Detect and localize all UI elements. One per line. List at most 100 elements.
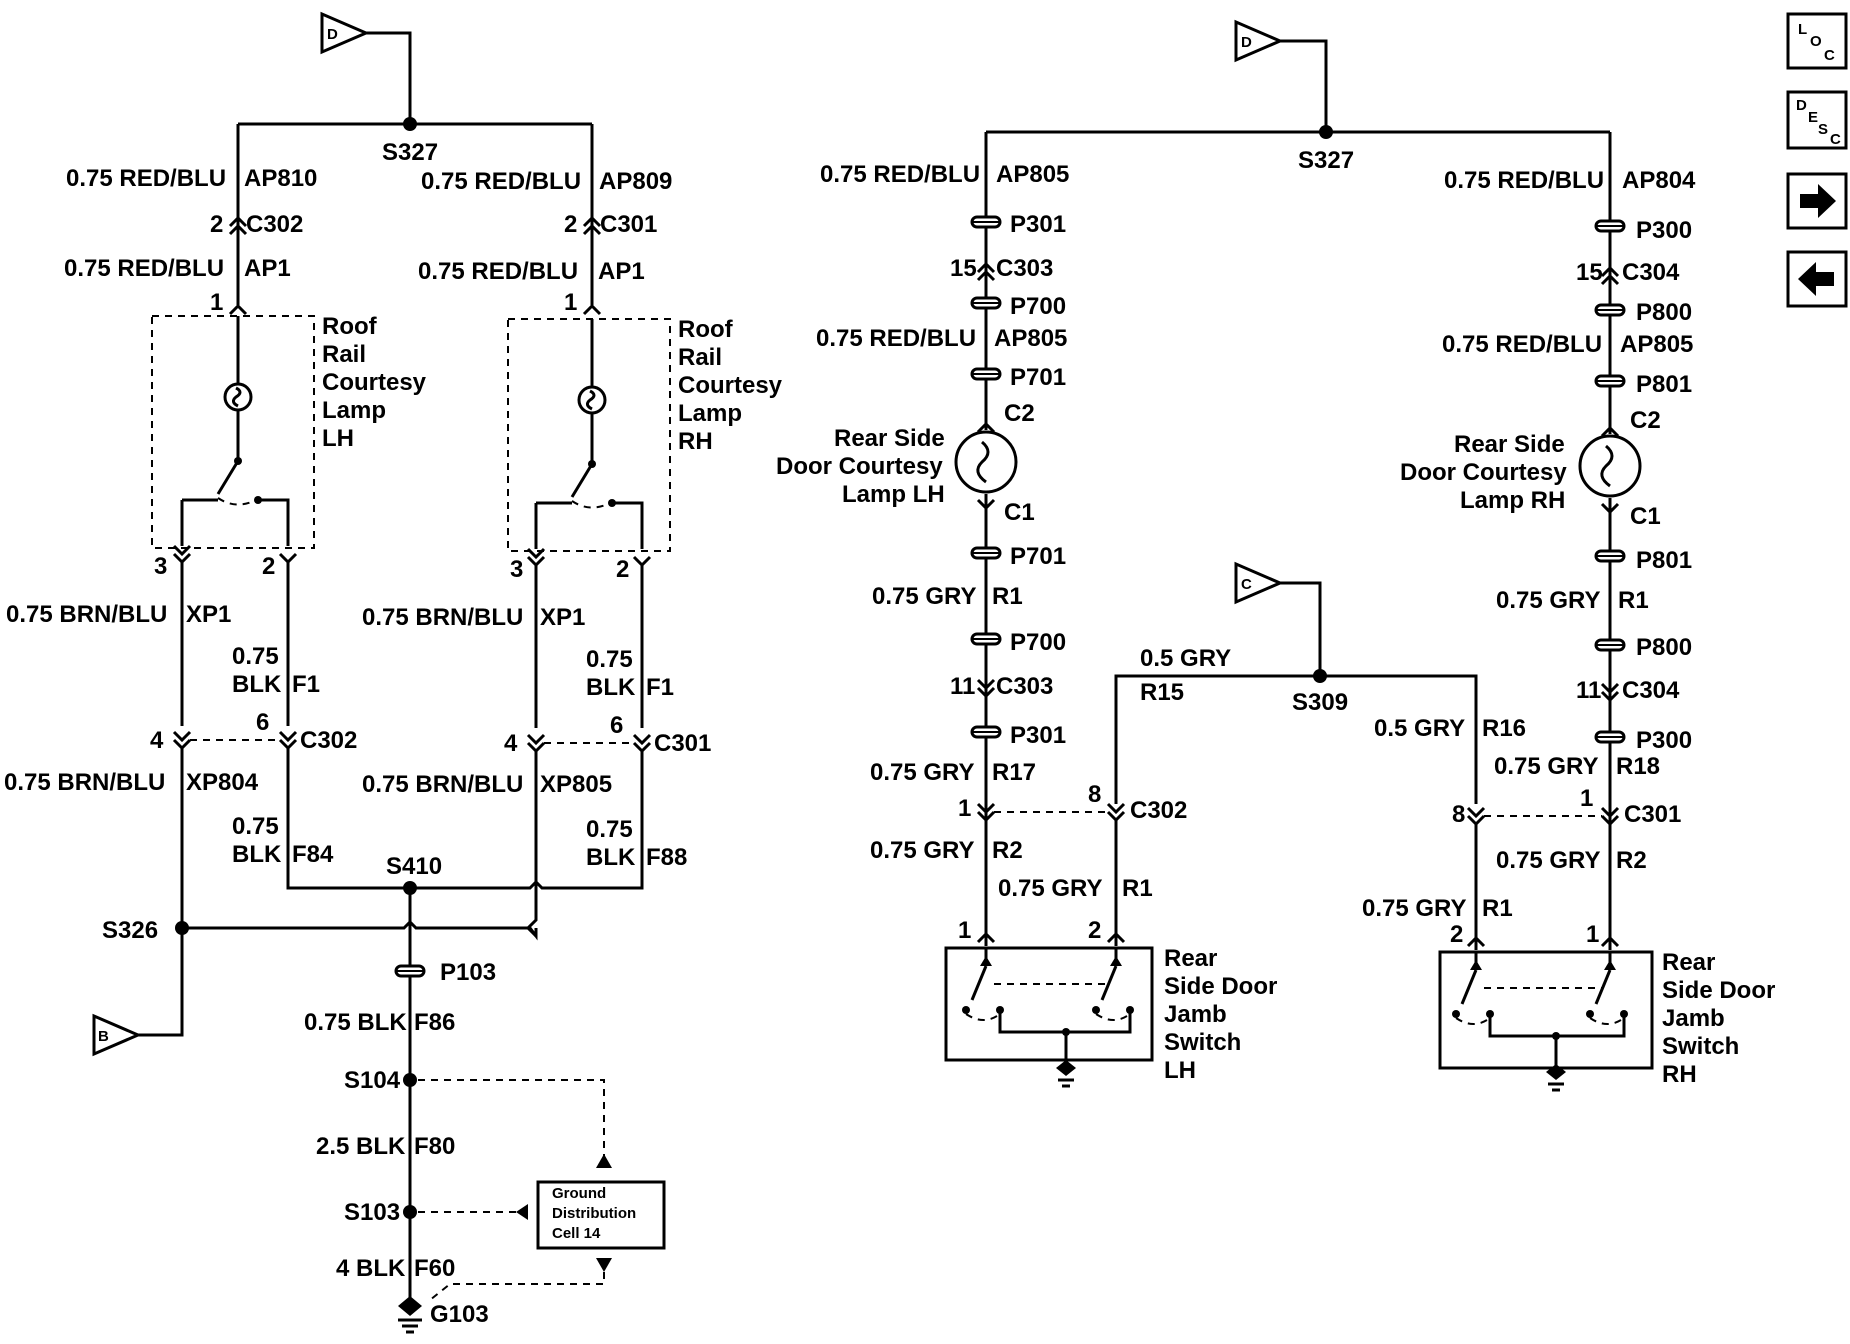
label-p300: P300 <box>1636 727 1692 754</box>
label-p301: P301 <box>1010 722 1066 749</box>
pin-symbol <box>526 547 546 568</box>
lamp-icon <box>585 389 596 411</box>
label-s327-right: S327 <box>1298 147 1354 174</box>
label-p801: P801 <box>1636 371 1692 398</box>
wire-label-r1-lower: 0.75 GRY <box>998 875 1103 902</box>
loc-button[interactable]: L O C <box>1786 12 1848 70</box>
wire-code-r15: R15 <box>1140 679 1184 706</box>
pass-through-p801-top <box>1594 374 1626 388</box>
wire-r15-r16 <box>1114 674 1478 804</box>
svg-text:Courtesy: Courtesy <box>678 372 783 399</box>
connector-symbol <box>278 730 298 751</box>
ground-symbol-g103 <box>398 1296 422 1334</box>
svg-text:Door Courtesy: Door Courtesy <box>1400 459 1567 486</box>
ground-icon <box>1546 1064 1566 1080</box>
previous-page-button[interactable] <box>1786 250 1848 308</box>
ground-distribution-cell: Ground Distribution Cell 14 <box>536 1180 666 1250</box>
label-p801: P801 <box>1636 547 1692 574</box>
wire-code-r17: R17 <box>992 759 1036 786</box>
connector-symbol <box>172 730 192 751</box>
svg-text:O: O <box>1810 33 1822 50</box>
wire-label-f88-1: 0.75 <box>586 816 633 843</box>
pin-label: 1 <box>958 917 971 944</box>
pin-symbol <box>228 303 248 316</box>
pin-label: 2 <box>210 211 223 238</box>
svg-text:Lamp: Lamp <box>322 397 386 424</box>
desc-button[interactable]: D E S C <box>1786 90 1848 150</box>
svg-text:S: S <box>1818 121 1828 138</box>
rear-side-door-jamb-switch-rh: Rear Side Door Jamb Switch RH <box>1438 949 1775 1092</box>
pin-label: 3 <box>510 556 523 583</box>
svg-text:LH: LH <box>322 425 354 452</box>
label-s103: S103 <box>344 1199 400 1226</box>
connector-symbol <box>526 733 546 754</box>
wire-code-f84: F84 <box>292 841 334 868</box>
pin-symbol <box>278 552 298 565</box>
wire-xp805 <box>525 751 538 938</box>
wire-code-r2-right: R2 <box>1616 847 1647 874</box>
pin-label: 11 <box>950 673 975 700</box>
label-p301: P301 <box>1010 211 1066 238</box>
svg-text:D: D <box>1796 97 1807 114</box>
wire-label-f80: 2.5 BLK <box>316 1133 406 1160</box>
offpage-connector-d-right: D <box>1234 19 1328 132</box>
svg-text:LH: LH <box>1164 1057 1196 1084</box>
splice-s104 <box>403 1073 417 1087</box>
svg-text:RH: RH <box>678 428 713 455</box>
pin-label: 8 <box>1452 801 1465 828</box>
next-page-button[interactable] <box>1786 172 1848 230</box>
splice-s327-left <box>403 117 417 131</box>
lamp-icon <box>231 386 242 408</box>
wire-label-f84-1: 0.75 <box>232 813 279 840</box>
label-c1-left: C1 <box>1004 499 1035 526</box>
label-c301-lower: C301 <box>1624 801 1681 828</box>
pass-through-p800-top <box>1594 303 1626 317</box>
pass-through-p701-bottom <box>970 546 1002 560</box>
label-s327-left: S327 <box>382 139 438 166</box>
svg-text:Rear Side: Rear Side <box>1454 431 1565 458</box>
label-g103: G103 <box>430 1301 489 1328</box>
wire-label-xp1-left: 0.75 BRN/BLU <box>6 601 167 628</box>
wire-label-ap805-b: 0.75 RED/BLU <box>816 325 976 352</box>
wire-label-ap1-left: 0.75 RED/BLU <box>64 255 224 282</box>
pass-through-p800-bottom <box>1594 638 1626 652</box>
connector-symbol <box>1466 806 1486 827</box>
wire-label-f1-left-2: BLK <box>232 671 282 698</box>
wire-label-xp805: 0.75 BRN/BLU <box>362 771 523 798</box>
wire-label-ap1-right: 0.75 RED/BLU <box>418 258 578 285</box>
splice-s327-right <box>1319 125 1333 139</box>
pin-label: 1 <box>958 795 971 822</box>
svg-text:Roof: Roof <box>678 316 734 343</box>
wire-label-ap805-a: 0.75 RED/BLU <box>820 161 980 188</box>
svg-text:Cell 14: Cell 14 <box>552 1225 601 1242</box>
label-c2-right: C2 <box>1630 407 1661 434</box>
wire-label-r2-right: 0.75 GRY <box>1496 847 1601 874</box>
svg-text:Door Courtesy: Door Courtesy <box>776 453 943 480</box>
wire-code-ap805-b: AP805 <box>994 325 1067 352</box>
svg-text:Jamb: Jamb <box>1164 1001 1227 1028</box>
pin-label: 4 <box>150 727 164 754</box>
wire-label-f84-2: BLK <box>232 841 282 868</box>
wire-code-f86: F86 <box>414 1009 455 1036</box>
connector-label-c301-top: C301 <box>600 211 657 238</box>
pin-label: 2 <box>262 553 275 580</box>
pass-through-p301-bottom <box>970 725 1002 739</box>
connector-symbol <box>1600 682 1620 703</box>
label-s309: S309 <box>1292 689 1348 716</box>
pass-through-p301-top <box>970 215 1002 229</box>
pin-label: 1 <box>1586 921 1599 948</box>
wire-label-r1-a: 0.75 GRY <box>872 583 977 610</box>
label-p300: P300 <box>1636 217 1692 244</box>
wire-code-r1-a: R1 <box>992 583 1023 610</box>
wire-code-xp1-left: XP1 <box>186 601 231 628</box>
svg-text:C: C <box>1241 576 1252 593</box>
pass-through-p700-bottom <box>970 632 1002 646</box>
wire-code-f1-right: F1 <box>646 674 674 701</box>
svg-text:Switch: Switch <box>1662 1033 1739 1060</box>
connector-symbol <box>632 733 652 754</box>
wire-code-r16: R16 <box>1482 715 1526 742</box>
svg-text:D: D <box>327 26 338 43</box>
pass-through-p701-top <box>970 367 1002 381</box>
connector-symbol-c301-top <box>582 215 602 236</box>
ground-icon <box>1056 1060 1076 1076</box>
